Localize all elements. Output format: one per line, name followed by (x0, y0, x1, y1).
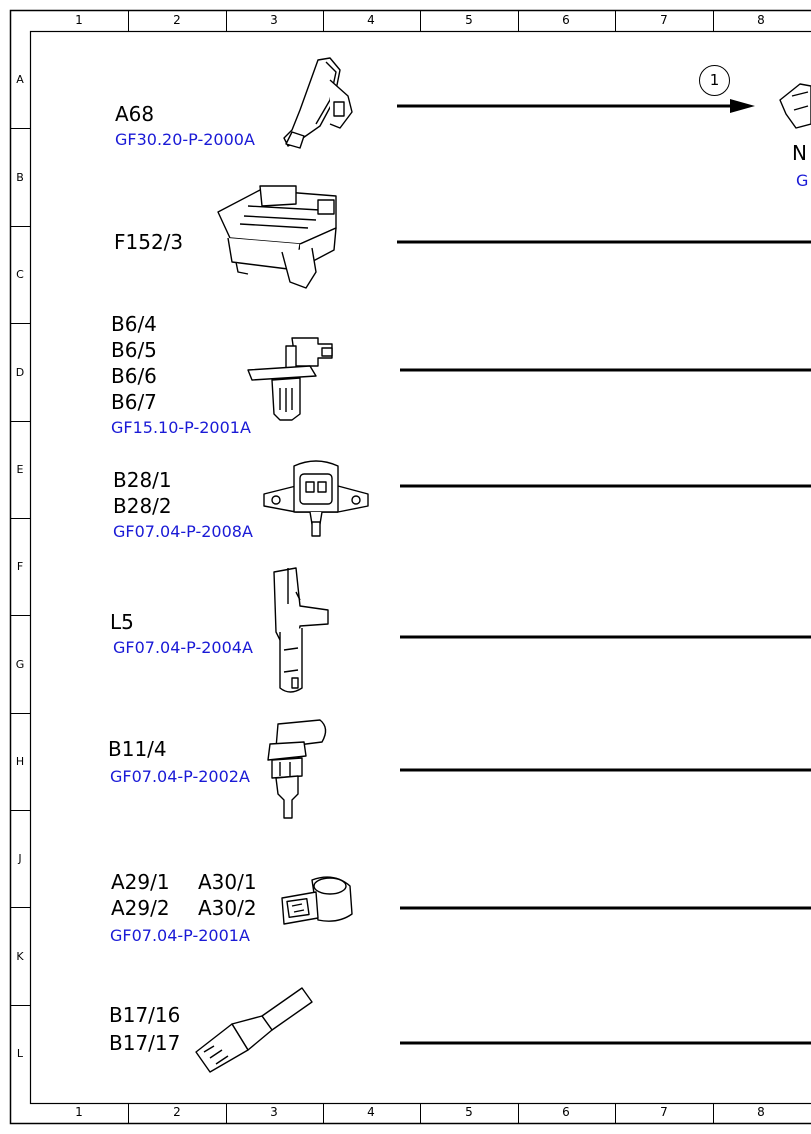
component-code: L5 (110, 610, 134, 634)
component-reference-link[interactable]: GF07.04-P-2004A (113, 638, 253, 657)
row-letter: K (16, 950, 24, 963)
outer-frame (9, 9, 811, 1125)
row-letter: D (15, 366, 25, 379)
component-code: B28/1 (113, 468, 172, 492)
row-letter: A (16, 73, 24, 86)
callout-number: 1 (699, 65, 730, 96)
column-number: 7 (660, 1105, 668, 1119)
cut-off-component-code: N (792, 141, 807, 165)
component-reference-link[interactable]: GF30.20-P-2000A (115, 130, 255, 149)
component-code: A29/1 (111, 870, 170, 894)
row-letter: L (16, 1047, 24, 1060)
component-reference-link[interactable]: GF07.04-P-2001A (110, 926, 250, 945)
row-letter: H (15, 755, 25, 768)
row-ticks (10, 128, 31, 1006)
column-number: 2 (173, 1105, 181, 1119)
connection-lines (397, 99, 811, 1045)
component-code: B6/6 (111, 364, 157, 388)
component-code: B6/4 (111, 312, 157, 336)
fuse-relay-box-icon (217, 185, 337, 289)
row-letter: G (15, 658, 25, 671)
component-reference-link[interactable]: GF15.10-P-2001A (111, 418, 251, 437)
column-ticks (128, 10, 714, 1124)
column-number: 5 (465, 13, 473, 27)
component-code: B17/16 (109, 1003, 181, 1027)
pressure-sensor-icon (263, 460, 369, 537)
cut-off-reference-link[interactable]: G (796, 171, 809, 190)
column-number: 8 (757, 13, 765, 27)
crankshaft-position-sensor-icon (273, 567, 329, 693)
row-letter: C (16, 268, 24, 281)
component-code: A30/2 (198, 896, 257, 920)
row-letter: B (16, 171, 24, 184)
column-number: 4 (367, 13, 375, 27)
component-code: A29/2 (111, 896, 170, 920)
column-number: 6 (562, 13, 570, 27)
accelerator-pedal-icon (283, 57, 353, 149)
cut-off-component-icon (779, 83, 811, 129)
arrow-head (730, 99, 755, 113)
component-code: B11/4 (108, 737, 167, 761)
coolant-temperature-sensor-icon (267, 719, 327, 819)
component-code: B28/2 (113, 494, 172, 518)
column-number: 3 (270, 13, 278, 27)
column-number: 6 (562, 1105, 570, 1119)
column-number: 5 (465, 1105, 473, 1119)
inner-frame (29, 30, 811, 1105)
component-code: F152/3 (114, 230, 184, 254)
component-code: B17/17 (109, 1031, 181, 1055)
column-number: 8 (757, 1105, 765, 1119)
component-code: A68 (115, 102, 155, 126)
column-number: 3 (270, 1105, 278, 1119)
column-number: 1 (75, 1105, 83, 1119)
column-number: 7 (660, 13, 668, 27)
column-number: 2 (173, 13, 181, 27)
temperature-sensor-icon (195, 987, 313, 1073)
column-number: 1 (75, 13, 83, 27)
row-letter: J (18, 852, 22, 865)
row-letter: E (16, 463, 24, 476)
knock-sensor-icon (281, 876, 353, 925)
component-reference-link[interactable]: GF07.04-P-2008A (113, 522, 253, 541)
column-number: 4 (367, 1105, 375, 1119)
row-letter: F (16, 560, 24, 573)
component-code: B6/5 (111, 338, 157, 362)
component-code: B6/7 (111, 390, 157, 414)
camshaft-hall-sensor-icon (247, 337, 333, 421)
component-code: A30/1 (198, 870, 257, 894)
component-reference-link[interactable]: GF07.04-P-2002A (110, 767, 250, 786)
